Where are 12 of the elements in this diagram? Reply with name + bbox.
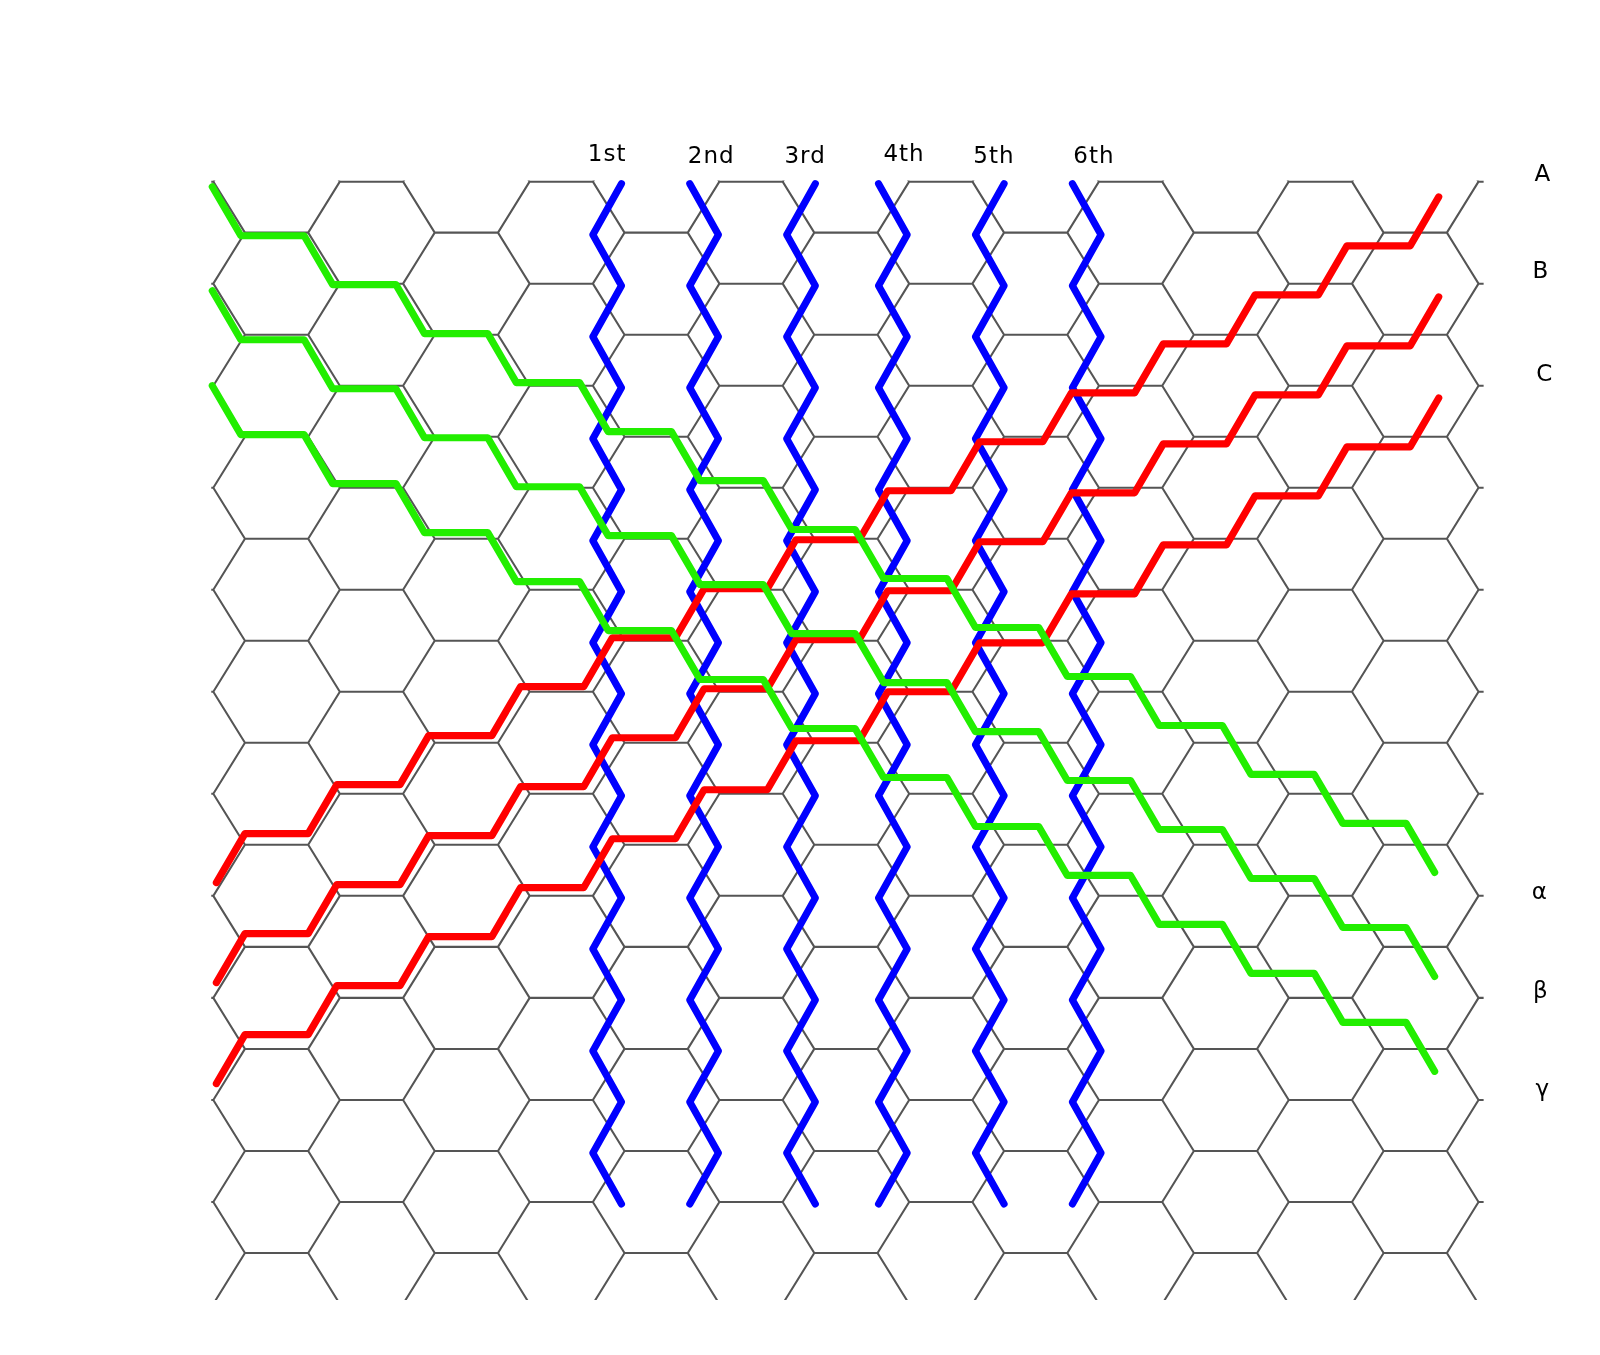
row-label: B: [1532, 257, 1550, 284]
column-label: 5th: [973, 142, 1015, 169]
column-label: 3rd: [784, 142, 826, 169]
column-label: 4th: [883, 140, 925, 167]
row-label: β: [1532, 976, 1549, 1003]
row-label: α: [1531, 877, 1548, 904]
row-label: C: [1536, 360, 1554, 387]
column-label: 2nd: [687, 142, 735, 169]
row-label: γ: [1535, 1074, 1551, 1101]
column-label: 1st: [587, 140, 627, 167]
row-label: A: [1534, 160, 1552, 187]
column-label: 6th: [1073, 142, 1115, 169]
